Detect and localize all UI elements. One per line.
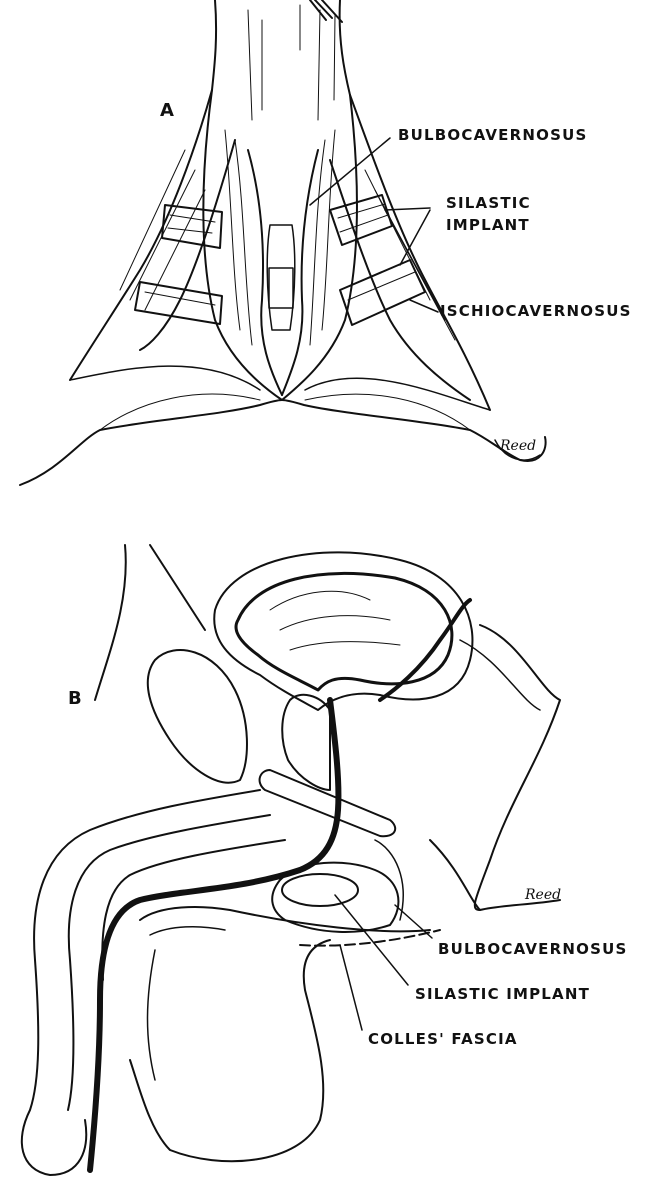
- panel-a-label-silastic-line2: IMPLANT: [446, 216, 530, 234]
- panel-b-pelvis: [95, 545, 560, 910]
- panel-a-label-ischiocavernosus: ISCHIOCAVERNOSUS: [440, 302, 632, 320]
- panel-a-signature: Reed: [500, 438, 536, 454]
- panel-b-bladder: [214, 552, 472, 710]
- panel-b-penile-shaft: [22, 770, 430, 1175]
- panel-b-label-colles-fascia: COLLES' FASCIA: [368, 1030, 518, 1048]
- panel-b-label-bulbocavernosus: BULBOCAVERNOSUS: [438, 940, 627, 958]
- panel-a-letter: A: [160, 102, 174, 120]
- panel-b-leader-lines: [335, 895, 432, 1030]
- panel-b-signature: Reed: [525, 887, 561, 903]
- panel-b-silastic-implant-shape: [282, 874, 358, 906]
- panel-b-bulb: [272, 840, 403, 932]
- panel-b-letter: B: [68, 690, 82, 708]
- panel-a-label-silastic-line1: SILASTIC: [446, 194, 531, 212]
- panel-a-label-bulbocavernosus: BULBOCAVERNOSUS: [398, 126, 587, 144]
- panel-b-label-silastic-implant: SILASTIC IMPLANT: [415, 985, 590, 1003]
